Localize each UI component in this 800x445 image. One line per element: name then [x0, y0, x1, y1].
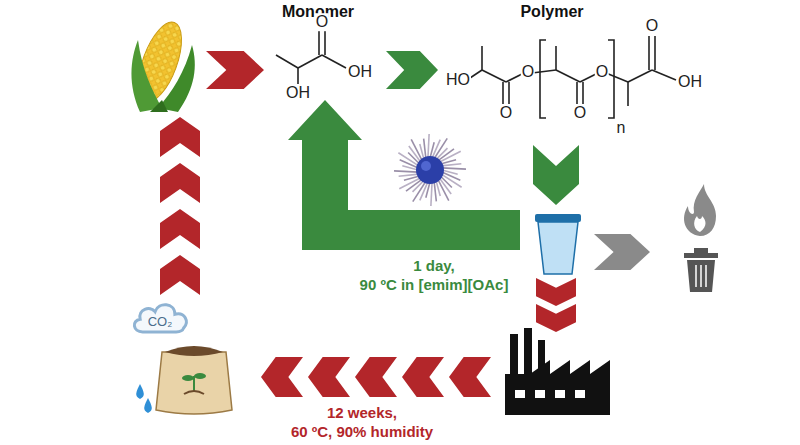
chevron-arrow	[308, 357, 350, 397]
condition-text: 12 weeks,	[325, 405, 399, 422]
atom-label: O	[499, 104, 513, 122]
condition-text: 90 ºC in [emim][OAc]	[358, 277, 511, 294]
chevron-arrow	[355, 357, 397, 397]
chevron-arrow	[533, 145, 579, 205]
atom-label: O	[573, 104, 587, 122]
chevron-arrow	[261, 357, 303, 397]
incineration-icon	[684, 184, 716, 236]
co2-cloud: CO₂	[129, 299, 191, 337]
factory-icon	[505, 328, 610, 415]
chevron-arrow	[536, 278, 576, 306]
water-drops	[136, 384, 152, 413]
chevron-arrow	[402, 357, 444, 397]
atom-label: O	[521, 63, 535, 81]
cloud-text: CO₂	[129, 314, 191, 329]
monomer-structure	[276, 31, 346, 84]
chevron-arrow	[160, 117, 200, 157]
chevron-arrow	[386, 51, 438, 89]
recycle-arrow	[288, 100, 520, 250]
chevron-arrow	[594, 234, 650, 270]
corn-icon	[130, 17, 195, 112]
catalyst-nanoparticle	[394, 134, 466, 206]
atom-label: O	[315, 13, 329, 31]
condition-text: 1 day,	[411, 258, 456, 275]
atom-label: OH	[285, 84, 311, 102]
atom-label: O	[595, 63, 609, 81]
chevron-arrow	[206, 51, 264, 89]
atom-label: HO	[445, 71, 471, 89]
chevron-arrow	[160, 209, 200, 249]
chevron-arrow	[160, 163, 200, 203]
chevron-arrow	[160, 255, 200, 295]
chevron-arrow	[536, 304, 576, 332]
condition-text: 60 ºC, 90% humidity	[289, 424, 435, 441]
atom-label: OH	[347, 63, 373, 81]
landfill-icon	[684, 248, 718, 292]
atom-label: OH	[677, 73, 703, 91]
chevron-arrow	[449, 357, 491, 397]
atom-label: O	[645, 17, 659, 35]
structure-title: Polymer	[520, 3, 583, 21]
cup-icon	[535, 214, 581, 274]
process-arrows	[160, 51, 650, 397]
compost-bag-icon	[156, 346, 232, 414]
repeat-index: n	[616, 119, 627, 137]
